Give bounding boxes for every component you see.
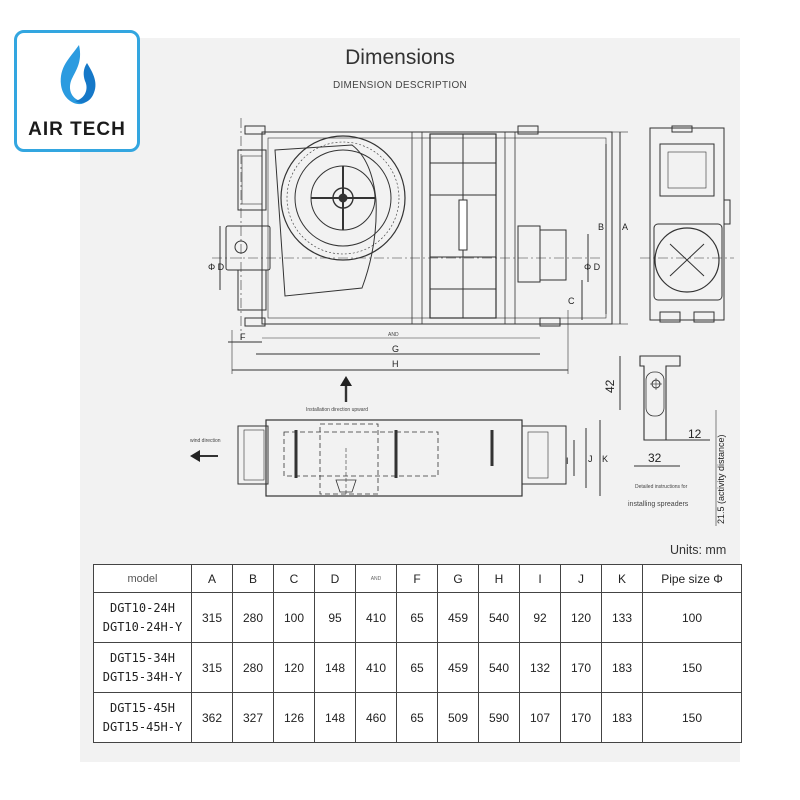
dim-label-i: I xyxy=(566,456,569,466)
flame-drop-icon xyxy=(60,45,96,105)
table-cell: 280 xyxy=(232,592,274,643)
end-view xyxy=(640,125,734,323)
table-cell: 460 xyxy=(355,692,397,743)
header-d: D xyxy=(314,564,356,593)
table-cell: 100 xyxy=(273,592,315,643)
side-view: Installation direction upward wind direc… xyxy=(190,376,608,497)
table-cell: 120 xyxy=(273,642,315,693)
activity-distance-label: 21.5 (activity distance) xyxy=(716,434,726,524)
table-cell: 92 xyxy=(519,592,561,643)
table-cell: 410 xyxy=(355,592,397,643)
table-cell: 100 xyxy=(642,592,742,643)
table-cell: 133 xyxy=(601,592,643,643)
table-cell: 183 xyxy=(601,642,643,693)
brand-name: AIR TECH xyxy=(28,119,126,140)
dim-label-a: A xyxy=(622,222,628,232)
dim-label-42: 42 xyxy=(603,379,617,393)
dim-label-12: 12 xyxy=(688,427,702,441)
dim-label-j: J xyxy=(588,454,593,464)
table-cell: 183 xyxy=(601,692,643,743)
technical-drawing: A B C Φ D Φ D F AND G H xyxy=(190,118,734,526)
table-cell: 170 xyxy=(560,692,602,743)
dim-label-h: H xyxy=(392,359,399,369)
units-label: Units: mm xyxy=(670,543,727,557)
dim-label-and: AND xyxy=(388,332,399,338)
table-cell: 120 xyxy=(560,592,602,643)
header-a: A xyxy=(191,564,233,593)
header-g: G xyxy=(437,564,479,593)
install-direction-text: Installation direction upward xyxy=(306,407,368,413)
table-cell: 150 xyxy=(642,692,742,743)
table-cell: 315 xyxy=(191,592,233,643)
table-cell: 509 xyxy=(437,692,479,743)
table-cell: 540 xyxy=(478,642,520,693)
header-f: F xyxy=(396,564,438,593)
table-cell: 65 xyxy=(396,692,438,743)
table-header-row: model A B C D AND F G H I J K Pipe size … xyxy=(93,564,742,593)
table-cell: 459 xyxy=(437,592,479,643)
dim-label-g: G xyxy=(392,344,399,354)
table-cell: 410 xyxy=(355,642,397,693)
table-cell: 148 xyxy=(314,692,356,743)
table-cell: 459 xyxy=(437,642,479,693)
table-cell: 95 xyxy=(314,592,356,643)
air-tech-logo: AIR TECH xyxy=(14,30,140,152)
header-j: J xyxy=(560,564,602,593)
fan-wheel xyxy=(274,135,406,297)
dim-label-d-left: Φ D xyxy=(208,262,225,272)
spreader-note-line2: installing spreaders xyxy=(628,501,689,508)
header-pipe-size: Pipe size Φ xyxy=(642,564,742,593)
table-cell: 590 xyxy=(478,692,520,743)
table-cell: 126 xyxy=(273,692,315,743)
dimensions-table: model A B C D AND F G H I J K Pipe size … xyxy=(93,564,742,743)
table-cell: 362 xyxy=(191,692,233,743)
filter-panels xyxy=(411,131,516,325)
bracket-detail: 42 12 32 21.5 (activity distance) Detail… xyxy=(603,355,726,526)
table-cell: 170 xyxy=(560,642,602,693)
dim-label-d-right: Φ D xyxy=(584,262,601,272)
dim-label-32: 32 xyxy=(648,451,662,465)
page-title: Dimensions xyxy=(345,46,455,69)
spreader-note-line1: Detailed instructions for xyxy=(635,484,688,490)
housing-outline xyxy=(261,131,613,325)
header-and: AND xyxy=(355,564,397,593)
table-cell: 540 xyxy=(478,592,520,643)
top-view: A B C Φ D Φ D F AND G H xyxy=(208,118,628,374)
header-k: K xyxy=(601,564,643,593)
table-cell: 280 xyxy=(232,642,274,693)
dim-label-b: B xyxy=(598,222,604,232)
dim-label-k: K xyxy=(602,454,608,464)
header-i: I xyxy=(519,564,561,593)
table-cell: 107 xyxy=(519,692,561,743)
wind-direction-text: wind direction xyxy=(190,438,221,444)
table-cell: 148 xyxy=(314,642,356,693)
table-cell: 65 xyxy=(396,592,438,643)
header-model: model xyxy=(93,564,192,593)
header-b: B xyxy=(232,564,274,593)
header-c: C xyxy=(273,564,315,593)
dim-label-f: F xyxy=(240,332,246,342)
page-subtitle: DIMENSION DESCRIPTION xyxy=(332,80,468,91)
dim-label-c: C xyxy=(568,296,575,306)
table-cell: 132 xyxy=(519,642,561,693)
header-h: H xyxy=(478,564,520,593)
table-cell: 150 xyxy=(642,642,742,693)
table-cell: 327 xyxy=(232,692,274,743)
table-cell: 65 xyxy=(396,642,438,693)
table-cell: 315 xyxy=(191,642,233,693)
